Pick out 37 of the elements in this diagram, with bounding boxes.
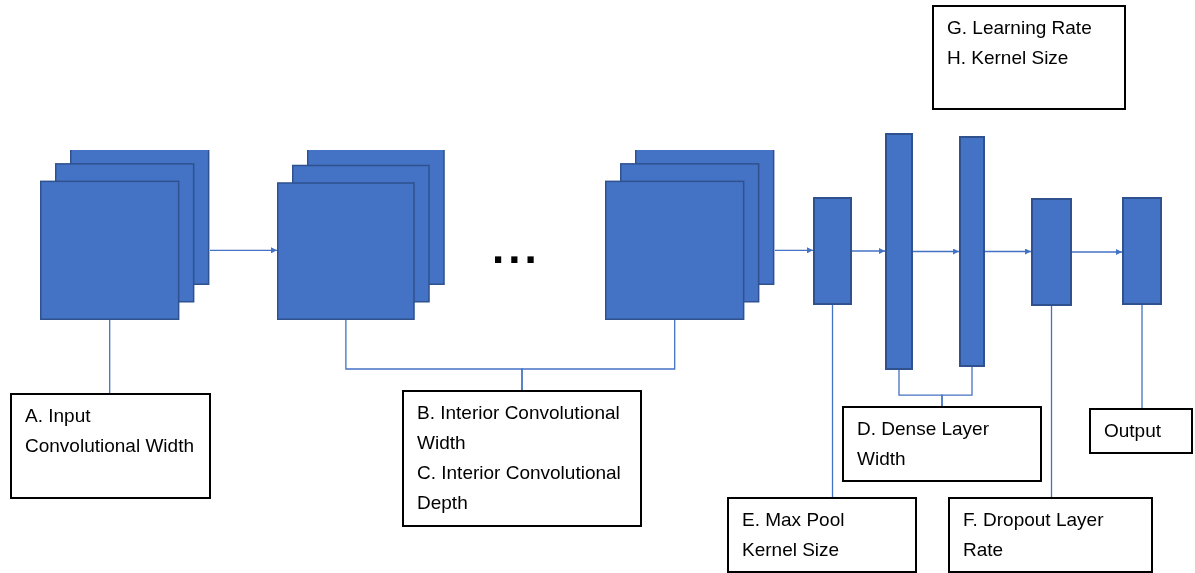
leader-line <box>831 304 834 498</box>
label-box <box>842 406 1042 482</box>
label-box <box>727 497 917 573</box>
arrow <box>209 247 278 254</box>
layer-bar <box>1031 198 1072 306</box>
label-box <box>10 393 211 499</box>
leader-line <box>521 319 676 391</box>
arrow <box>912 248 960 255</box>
label-box <box>1089 408 1193 454</box>
layer-bar <box>1122 197 1162 305</box>
ellipsis-label: ... <box>492 226 541 270</box>
leader-line <box>1050 305 1053 498</box>
label-box <box>932 5 1126 110</box>
arrow <box>984 248 1032 255</box>
arrow <box>774 247 814 254</box>
label-text: D. Dense Layer Width <box>857 417 990 471</box>
feature-map-stack <box>277 150 445 320</box>
label-text: Output <box>1104 419 1163 443</box>
feature-map-stack <box>40 150 210 320</box>
leader-line <box>1141 304 1143 409</box>
layer-bar <box>885 133 913 370</box>
label-text: E. Max Pool Kernel Size <box>742 508 846 562</box>
label-text: G. Learning Rate <box>947 16 1093 40</box>
label-text: F. Dropout Layer Rate <box>963 508 1105 562</box>
feature-map-stack <box>605 150 775 320</box>
layer-bar <box>959 136 985 367</box>
label-box <box>948 497 1153 573</box>
label-text: C. Interior Convolutional Depth <box>417 461 622 515</box>
label-text: H. Kernel Size <box>947 46 1070 70</box>
arrow <box>1071 249 1123 255</box>
layer-bar <box>813 197 852 305</box>
arrow <box>851 248 886 254</box>
label-text: A. Input Convolutional Width <box>25 404 195 458</box>
leader-line <box>109 319 111 394</box>
leader-line <box>941 366 973 407</box>
label-box <box>402 390 642 527</box>
label-text: B. Interior Convolutional Width <box>417 401 621 455</box>
